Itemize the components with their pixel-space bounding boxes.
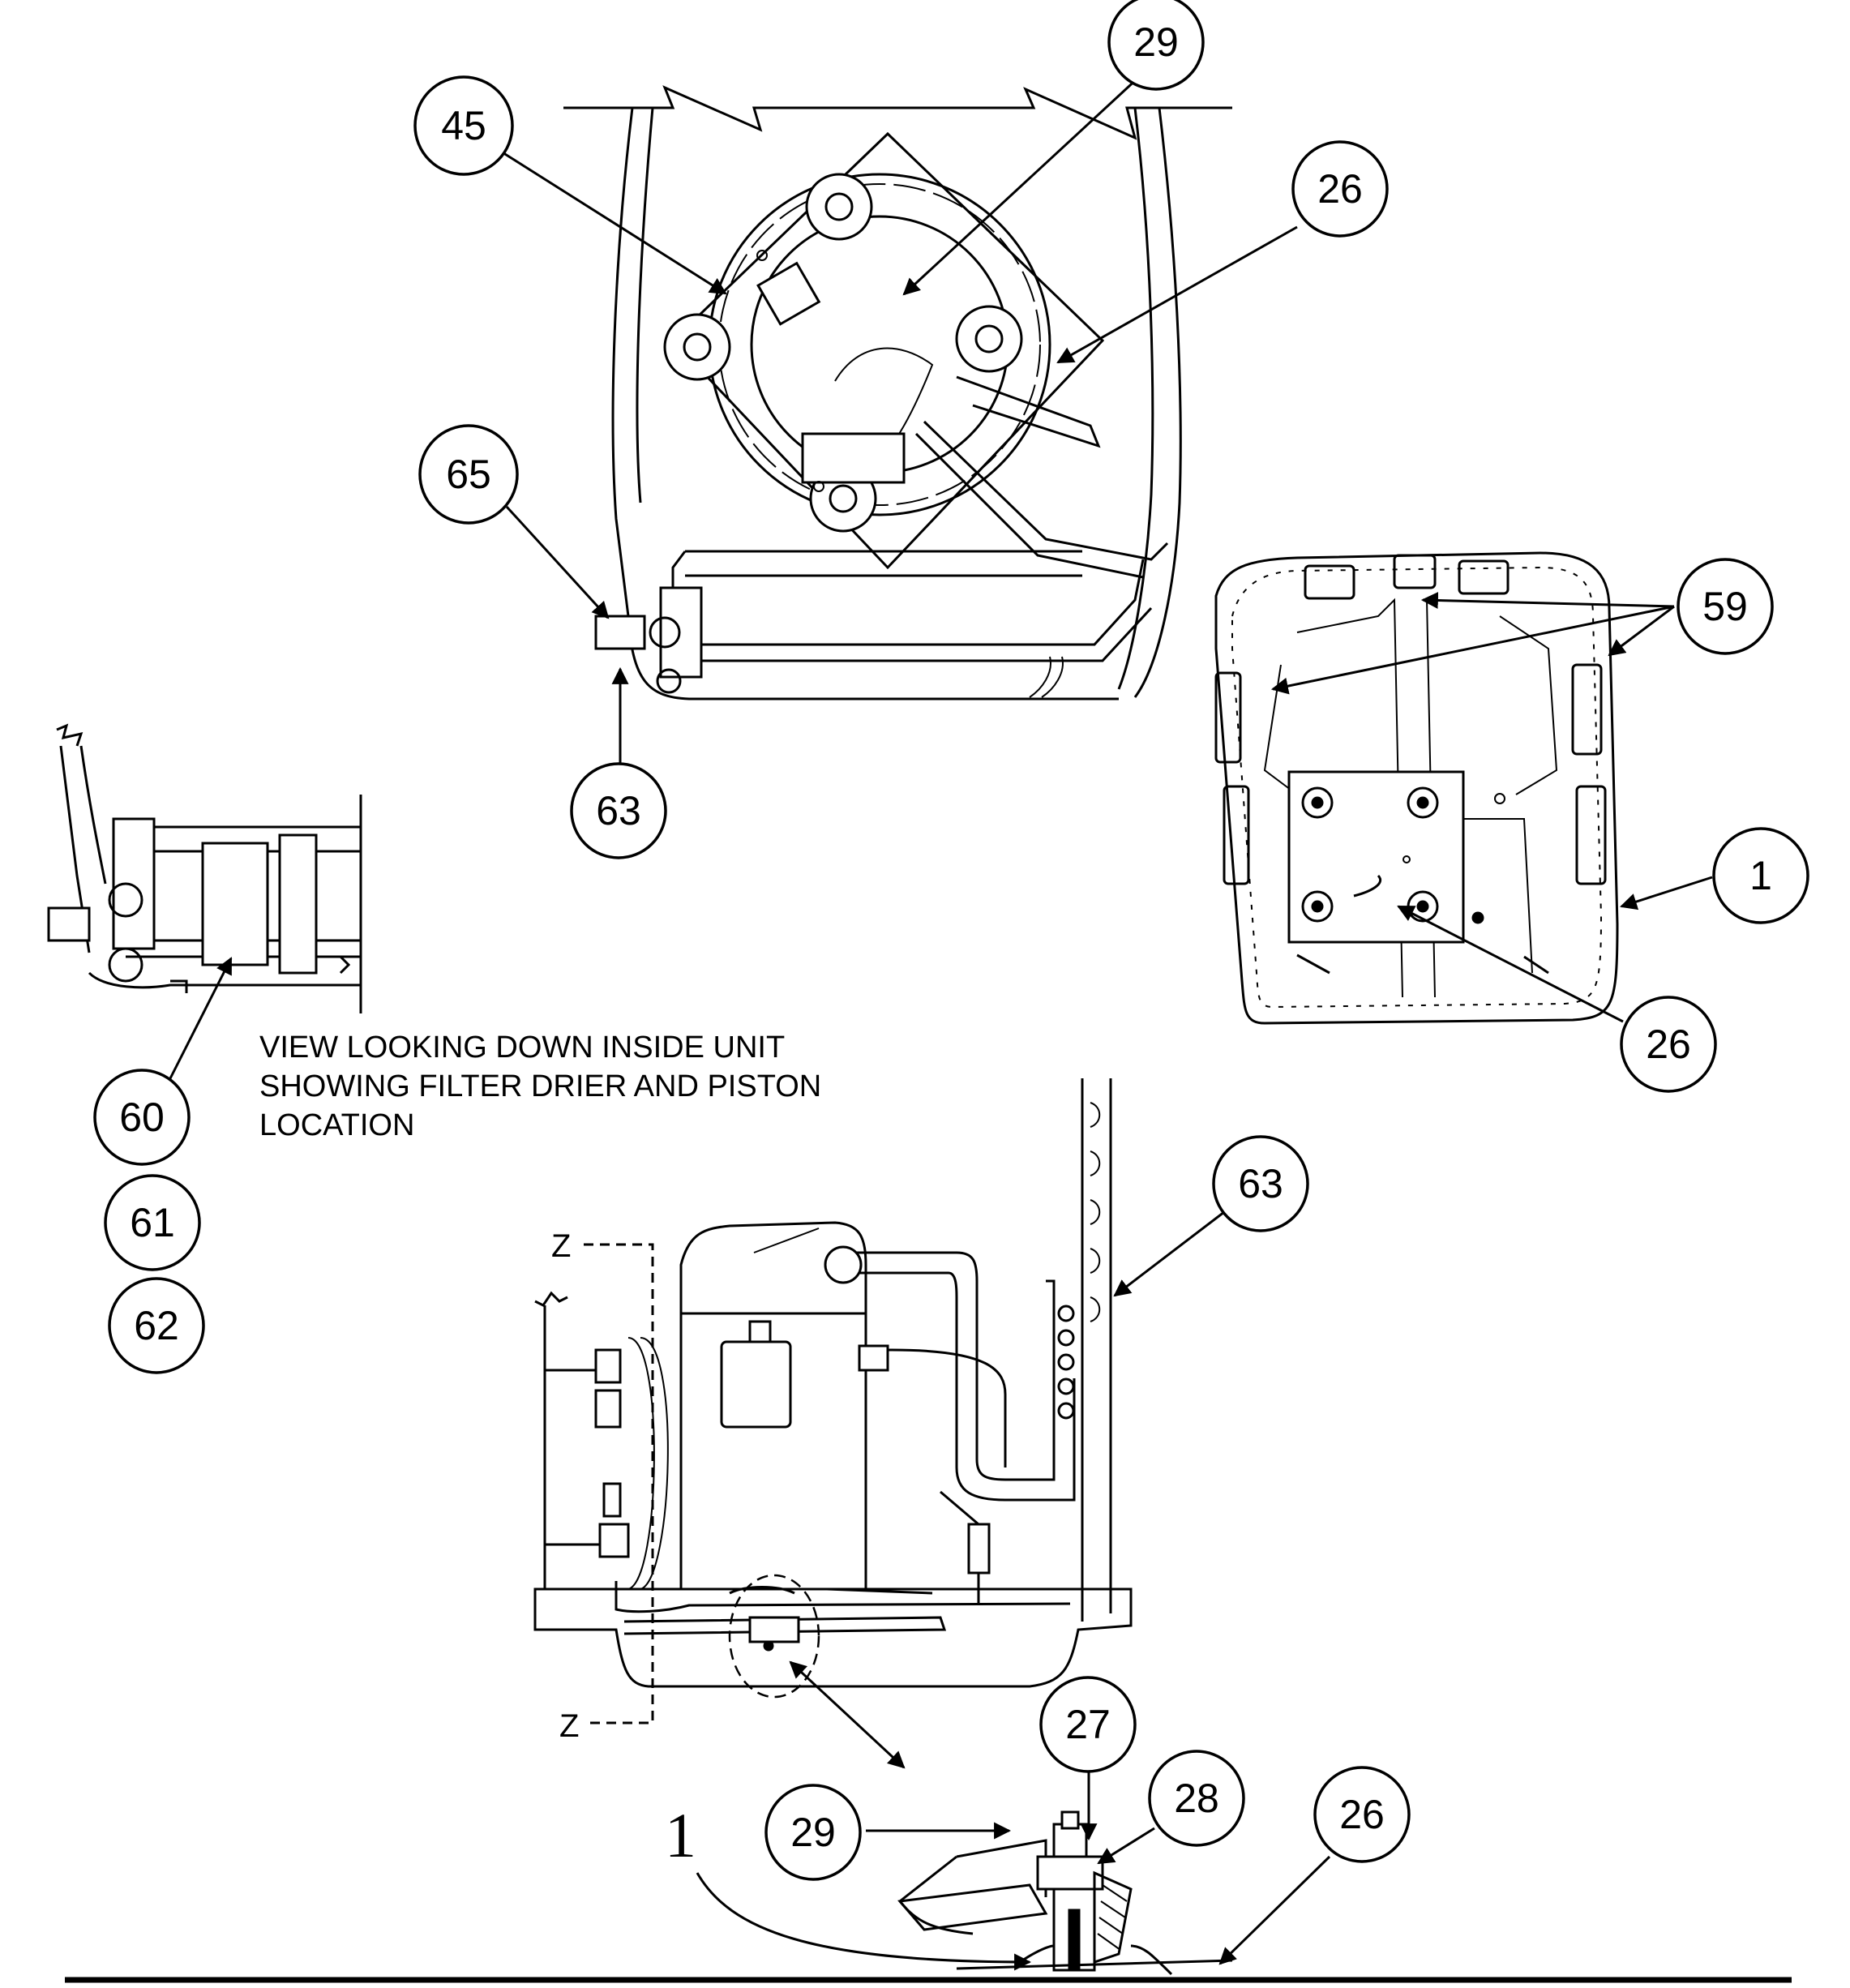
view-caption: VIEW LOOKING DOWN INSIDE UNIT SHOWING FI… — [259, 1028, 821, 1145]
callout-26-detail: 26 — [1313, 1766, 1411, 1863]
detail-mark-1: 1 — [665, 1800, 696, 1870]
callout-60: 60 — [93, 1069, 191, 1166]
callout-28-label: 28 — [1174, 1776, 1219, 1821]
callout-29-top-label: 29 — [1133, 19, 1179, 65]
side-view-unit — [533, 1078, 1133, 1725]
callout-29-detail: 29 — [764, 1784, 862, 1881]
callout-26-base: 26 — [1620, 996, 1717, 1093]
callout-29-detail-label: 29 — [790, 1810, 836, 1855]
callout-65-label: 65 — [446, 452, 491, 497]
callout-26-detail-label: 26 — [1339, 1792, 1385, 1837]
top-view-unit — [563, 85, 1232, 701]
callout-62-label: 62 — [134, 1303, 179, 1348]
callout-63-top: 63 — [570, 762, 667, 859]
callout-61: 61 — [104, 1174, 201, 1271]
callout-59: 59 — [1677, 558, 1774, 655]
callout-63-side: 63 — [1212, 1135, 1309, 1232]
callout-60-label: 60 — [119, 1095, 165, 1140]
callout-45-label: 45 — [441, 103, 486, 148]
callout-26-base-label: 26 — [1646, 1022, 1691, 1067]
callout-63-top-label: 63 — [596, 788, 641, 833]
callout-62: 62 — [108, 1277, 205, 1374]
section-mark-top: Z — [551, 1228, 571, 1264]
callout-1-label: 1 — [1749, 853, 1772, 898]
callout-29-top: 29 — [1107, 0, 1205, 91]
filter-drier-view — [47, 723, 362, 1013]
callout-65: 65 — [418, 424, 519, 525]
callout-28: 28 — [1148, 1750, 1245, 1847]
section-mark-bottom: Z — [559, 1708, 579, 1744]
callout-59-label: 59 — [1702, 584, 1748, 629]
base-pan-view — [1214, 551, 1619, 1025]
caption-line-3: LOCATION — [259, 1108, 415, 1142]
callout-26-top-label: 26 — [1317, 166, 1363, 212]
callout-26-top: 26 — [1291, 140, 1389, 238]
caption-line-2: SHOWING FILTER DRIER AND PISTON — [259, 1069, 822, 1103]
callout-27-label: 27 — [1065, 1702, 1111, 1747]
caption-line-1: VIEW LOOKING DOWN INSIDE UNIT — [259, 1030, 786, 1065]
leader-lines — [165, 75, 1713, 1965]
mount-detail — [897, 1810, 1233, 1976]
callout-1: 1 — [1712, 827, 1809, 924]
detail-reference-arrow — [789, 1660, 906, 1769]
callout-61-label: 61 — [130, 1200, 175, 1245]
detail-mark-leader — [696, 1872, 1032, 1971]
callout-27: 27 — [1039, 1676, 1137, 1773]
callout-63-side-label: 63 — [1238, 1161, 1283, 1206]
callout-45: 45 — [413, 75, 514, 176]
